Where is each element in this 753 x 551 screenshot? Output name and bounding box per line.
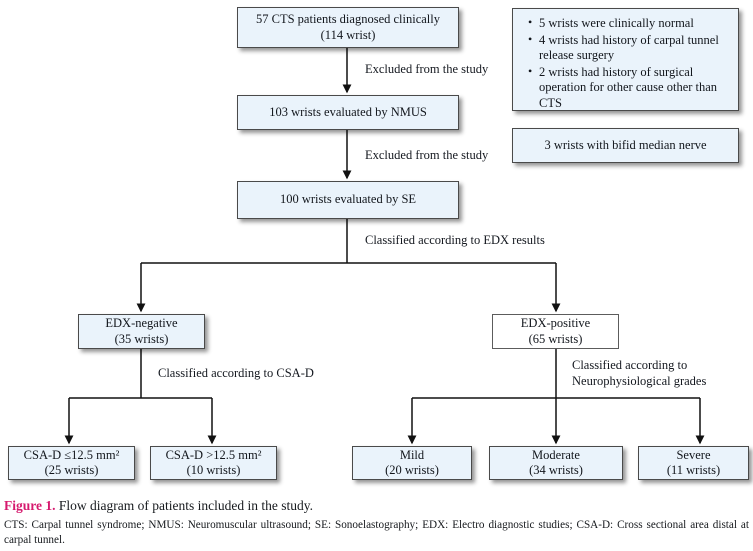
- node-grade-severe[interactable]: Severe (11 wrists): [638, 446, 749, 480]
- edge-label-classified-csad: Classified according to CSA-D: [158, 366, 314, 380]
- figure-number-label: Figure 1.: [4, 498, 56, 513]
- exclusion-reason-item: 4 wrists had history of carpal tunnel re…: [528, 32, 728, 64]
- edge-label-classified-grades-line1: Classified according to: [572, 358, 688, 372]
- edge-label-classified-edx: Classified according to EDX results: [365, 233, 545, 247]
- node-csa-d-low-line1: CSA-D ≤12.5 mm²: [23, 447, 120, 462]
- node-edx-negative-line1: EDX-negative: [105, 316, 178, 331]
- node-edx-negative[interactable]: EDX-negative (35 wrists): [78, 314, 205, 349]
- edge-label-classified-grades-line2: Neurophysiological grades: [572, 373, 707, 388]
- node-edx-positive[interactable]: EDX-positive (65 wrists): [492, 314, 619, 349]
- edge-label-excluded-2: Excluded from the study: [365, 148, 489, 162]
- node-csa-d-high-line1: CSA-D >12.5 mm²: [165, 447, 262, 462]
- node-grade-moderate-line1: Moderate: [532, 447, 580, 462]
- node-csa-d-high-line2: (10 wrists): [186, 463, 241, 477]
- figure-caption-title: Figure 1. Flow diagram of patients inclu…: [4, 497, 749, 515]
- edge-label-excluded-1: Excluded from the study: [365, 62, 489, 76]
- node-se-evaluated[interactable]: 100 wrists evaluated by SE: [237, 181, 459, 219]
- node-grade-severe-line2: (11 wrists): [666, 463, 721, 477]
- node-nmus-line1: 103 wrists evaluated by NMUS: [269, 104, 427, 119]
- figure-abbreviations: CTS: Carpal tunnel syndrome; NMUS: Neuro…: [4, 519, 749, 546]
- node-grade-mild-line1: Mild: [399, 447, 425, 462]
- node-grade-mild[interactable]: Mild (20 wrists): [352, 446, 472, 480]
- node-enrolled-line2: (114 wrist): [320, 27, 376, 42]
- exclusion-reason-list: 5 wrists were clinically normal 4 wrists…: [525, 15, 728, 112]
- edge-label-classified-grades: Classified according to Neurophysiologic…: [572, 358, 706, 389]
- node-se-line1: 100 wrists evaluated by SE: [279, 192, 417, 207]
- node-grade-moderate-line2: (34 wrists): [529, 463, 583, 477]
- node-bifid-median-nerve[interactable]: 3 wrists with bifid median nerve: [512, 128, 739, 163]
- figure-title-text: Flow diagram of patients included in the…: [58, 498, 313, 513]
- figure-caption: Figure 1. Flow diagram of patients inclu…: [4, 497, 749, 548]
- exclusion-reason-item: 2 wrists had history of surgical operati…: [528, 64, 728, 112]
- node-grade-mild-line2: (20 wrists): [385, 463, 439, 477]
- node-csa-d-low-line2: (25 wrists): [44, 463, 99, 477]
- node-enrolled-line1: 57 CTS patients diagnosed clinically: [256, 12, 440, 27]
- node-bifid-text: 3 wrists with bifid median nerve: [544, 137, 707, 152]
- node-edx-negative-line2: (35 wrists): [114, 331, 169, 346]
- node-edx-positive-line1: EDX-positive: [520, 316, 591, 331]
- node-exclusion-reasons[interactable]: 5 wrists were clinically normal 4 wrists…: [512, 8, 739, 111]
- node-edx-positive-line2: (65 wrists): [528, 331, 583, 346]
- node-nmus-evaluated[interactable]: 103 wrists evaluated by NMUS: [237, 95, 459, 130]
- exclusion-reason-item: 5 wrists were clinically normal: [528, 15, 728, 32]
- flowchart-connectors: [64, 48, 705, 445]
- node-enrolled-patients[interactable]: 57 CTS patients diagnosed clinically (11…: [237, 7, 459, 48]
- node-csa-d-low[interactable]: CSA-D ≤12.5 mm² (25 wrists): [8, 446, 135, 480]
- node-grade-severe-line1: Severe: [676, 447, 711, 462]
- node-csa-d-high[interactable]: CSA-D >12.5 mm² (10 wrists): [150, 446, 277, 480]
- node-grade-moderate[interactable]: Moderate (34 wrists): [489, 446, 623, 480]
